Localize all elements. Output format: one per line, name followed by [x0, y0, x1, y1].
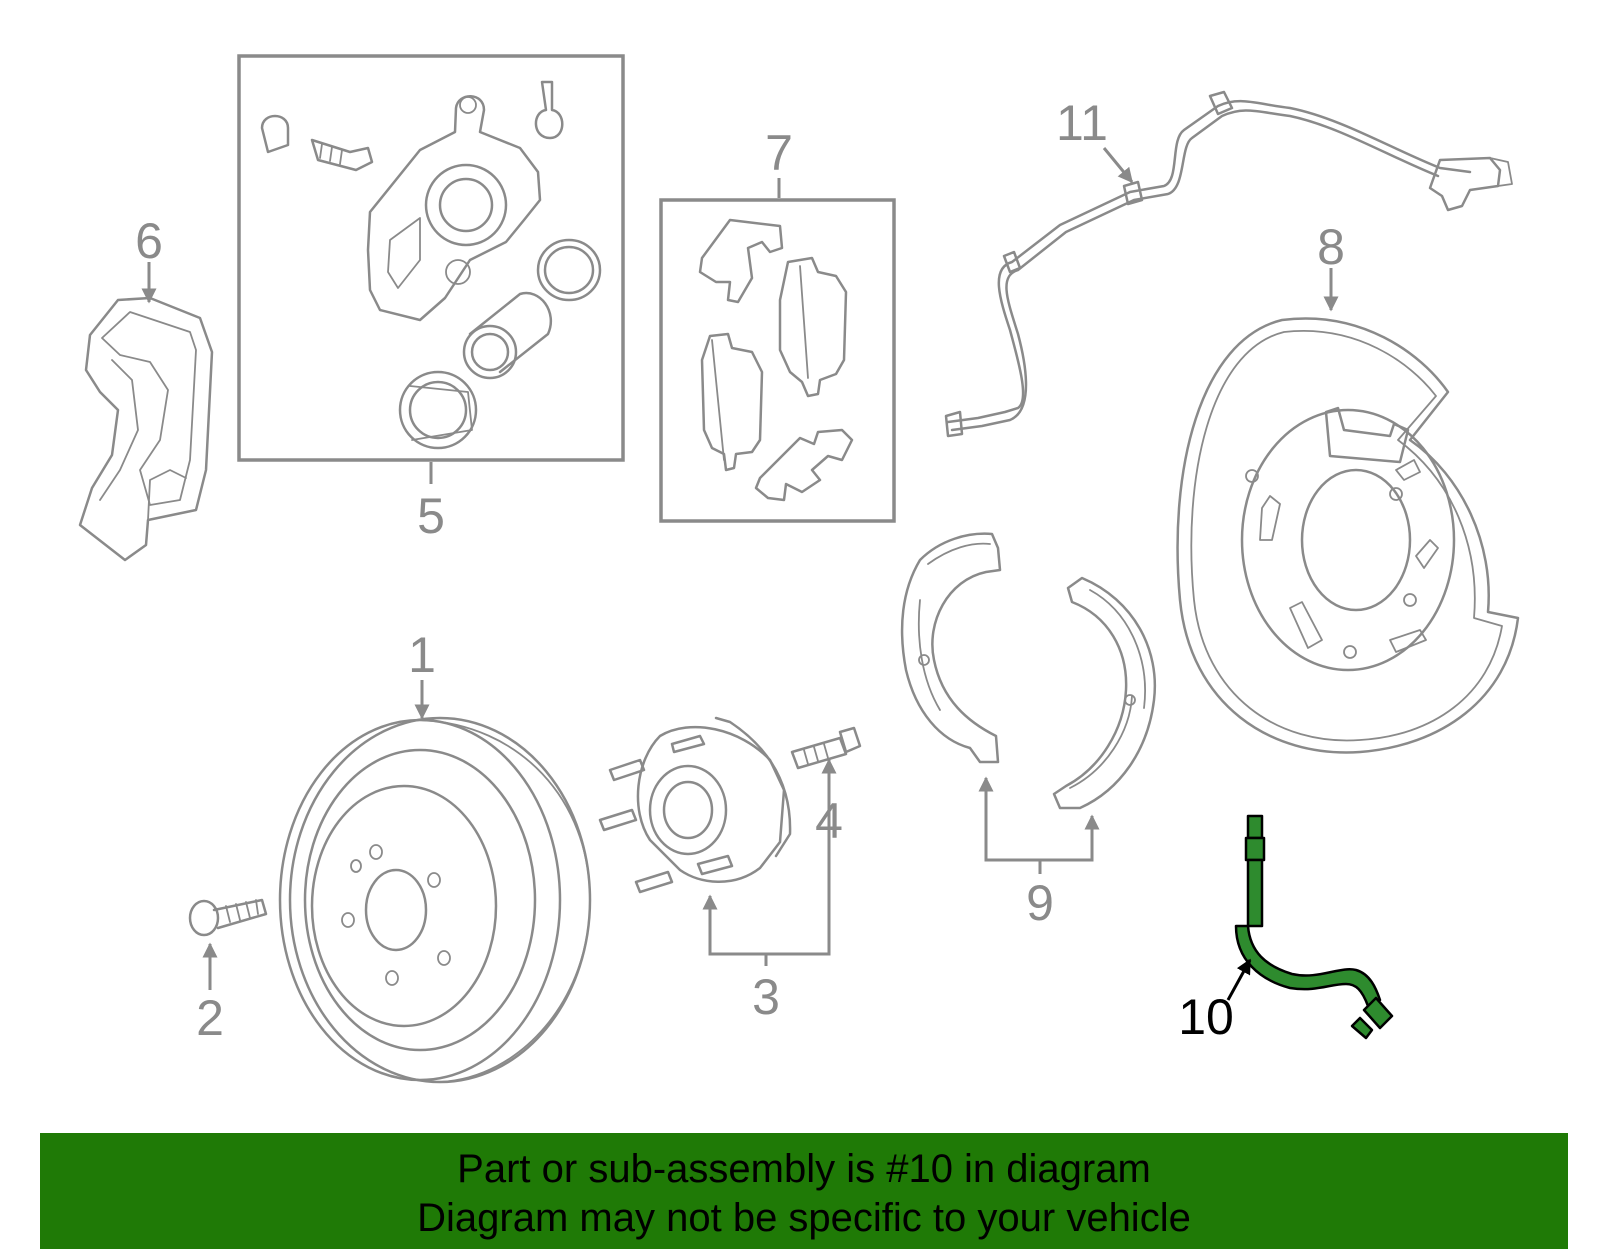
callout-4: 4 — [815, 793, 843, 849]
callout-numbers: 6 5 7 8 11 1 2 3 4 9 10 — [135, 95, 1345, 1046]
caliper-assembly-part-5 — [237, 54, 625, 462]
callout-3: 3 — [752, 969, 780, 1025]
hub-bolt-part-4 — [790, 726, 862, 770]
caliper-bracket-part-6 — [78, 296, 214, 562]
brake-rotor-part-1 — [278, 716, 592, 1084]
backing-plate-part-8 — [1176, 317, 1520, 754]
leader-10 — [1226, 958, 1252, 1001]
callout-9: 9 — [1026, 875, 1054, 931]
callout-8: 8 — [1317, 219, 1345, 275]
leader-3-4 — [708, 758, 831, 956]
banner-line-2: Diagram may not be specific to your vehi… — [417, 1196, 1191, 1240]
part-info-banner: Part or sub-assembly is #10 in diagram D… — [40, 1133, 1568, 1249]
banner-line-1: Part or sub-assembly is #10 in diagram — [457, 1147, 1151, 1191]
callout-10: 10 — [1178, 989, 1234, 1045]
callout-11: 11 — [1056, 95, 1108, 151]
callout-5: 5 — [417, 488, 445, 544]
callout-2: 2 — [196, 990, 224, 1046]
leader-11 — [1102, 147, 1134, 184]
parking-brake-shoes-part-9 — [900, 532, 1157, 810]
brake-hose-part-10 — [1234, 814, 1394, 1040]
hub-bearing-part-3 — [598, 716, 792, 894]
leader-9 — [984, 780, 1094, 862]
rotor-screw-part-2 — [188, 898, 268, 937]
wheel-speed-sensor-part-11 — [944, 90, 1513, 438]
callout-1: 1 — [408, 627, 436, 683]
leader-lines — [141, 147, 1339, 1001]
callout-7: 7 — [765, 125, 793, 181]
brake-pad-kit-part-7 — [659, 198, 896, 523]
callout-6: 6 — [135, 213, 163, 269]
